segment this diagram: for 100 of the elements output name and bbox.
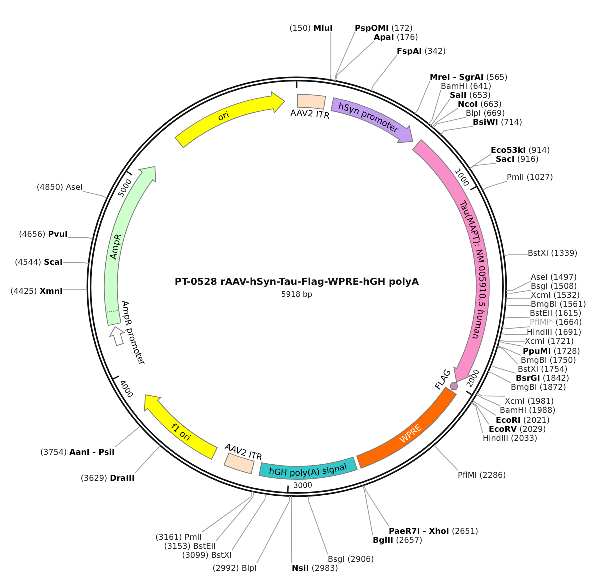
restriction-site-label: (4656) PvuI	[19, 230, 68, 238]
leader-line	[232, 494, 266, 551]
restriction-site-label: BsrGI (1842)	[516, 374, 570, 382]
restriction-site-label: BmgBI (1561)	[531, 300, 586, 308]
restriction-site-label: XcmI (1721)	[525, 337, 574, 346]
feature-label: hGH poly(A) signal	[268, 462, 348, 480]
restriction-site-label: NsiI (2983)	[292, 564, 338, 572]
leader-line	[482, 181, 508, 191]
restriction-site-label: (3153) BstEII	[164, 542, 216, 550]
restriction-site-label: XcmI (1532)	[531, 290, 580, 300]
leader-line	[68, 237, 94, 240]
leader-line	[430, 99, 450, 126]
leader-line	[433, 117, 466, 129]
restriction-site-label: HindIII (2033)	[483, 434, 538, 442]
leader-line	[414, 81, 430, 115]
leader-line	[330, 32, 332, 81]
restriction-site-label: ApaI (176)	[374, 32, 418, 42]
restriction-site-label: BstXI (1754)	[518, 364, 568, 374]
restriction-site-label: BmgBI (1750)	[521, 356, 576, 364]
leader-line	[364, 484, 390, 527]
restriction-site-label: BamHI (1988)	[500, 406, 556, 415]
leader-line	[506, 298, 532, 300]
restriction-site-label: (4425) XmnI	[10, 286, 63, 296]
restriction-site-label: (3754) AanI - PsiI	[40, 448, 115, 456]
restriction-site-label: BglII (2657)	[373, 536, 423, 544]
restriction-site-label: BlpI (669)	[466, 108, 506, 118]
restriction-site-label: BstEII (1615)	[530, 308, 582, 318]
leader-line	[216, 492, 255, 542]
leader-line	[497, 346, 522, 356]
leader-line	[497, 346, 518, 365]
feature-label: AAV2 ITR	[290, 109, 331, 122]
leader-line	[504, 254, 528, 256]
restriction-site-label: PaeR7I - XhoI (2651)	[389, 526, 479, 536]
restriction-site-label: PpuMI (1728)	[523, 346, 580, 356]
restriction-site-label: HindIII (1691)	[527, 328, 582, 336]
restriction-site-label: (3161) PmlI	[156, 532, 202, 542]
restriction-site-label: EcoRV (2029)	[489, 424, 546, 434]
restriction-site-label: MreI - SgrAI (565)	[430, 72, 508, 82]
feature-label: AAV2 ITR	[224, 442, 264, 464]
leader-line	[506, 281, 532, 292]
leader-line	[498, 341, 524, 347]
leader-line	[506, 290, 532, 294]
leader-line	[471, 402, 490, 425]
restriction-site-label: AseI (1497)	[531, 272, 578, 282]
feature-segment	[174, 92, 286, 148]
restriction-site-label: (2992) BlpI	[212, 564, 257, 572]
leader-line	[476, 394, 500, 406]
leader-line	[490, 365, 516, 374]
restriction-site-label: (3629) DraIII	[80, 474, 135, 482]
leader-line	[472, 400, 496, 416]
leader-line	[499, 340, 526, 342]
feature-segment	[330, 98, 414, 144]
leader-line	[500, 333, 528, 336]
leader-line	[505, 304, 532, 306]
restriction-site-label: PspOMI (172)	[355, 24, 414, 32]
restriction-site-label: BsgI (1508)	[531, 282, 578, 290]
restriction-site-label: BamHI (641)	[441, 82, 492, 90]
leader-line	[82, 191, 108, 199]
restriction-site-label: EcoRI (2021)	[496, 416, 550, 424]
leader-line	[256, 496, 290, 564]
restriction-site-label: PmlI (1027)	[507, 172, 554, 182]
leader-line	[114, 426, 141, 448]
leader-line	[470, 163, 496, 170]
leader-line	[134, 445, 161, 474]
leader-line	[434, 444, 458, 471]
leader-line	[308, 496, 328, 555]
restriction-site-label: (4850) AseI	[36, 182, 83, 192]
leader-line	[370, 55, 398, 92]
leader-line	[488, 371, 512, 384]
restriction-site-label: Eco53kI (914)	[491, 146, 550, 154]
restriction-site-label: XcmI (1981)	[505, 396, 554, 406]
leader-line	[362, 485, 374, 536]
plasmid-title: PT-0528 rAAV-hSyn-Tau-Flag-WPRE-hGH polyA	[174, 277, 420, 288]
leader-line	[432, 108, 458, 128]
leader-line	[336, 41, 374, 82]
leader-line	[428, 90, 442, 125]
feature-label: ori	[216, 110, 231, 124]
feature-label: f1 ori	[168, 422, 192, 444]
leader-line	[504, 316, 530, 318]
restriction-site-label: BsiWI (714)	[473, 118, 522, 126]
restriction-site-label: SacI (916)	[496, 154, 539, 164]
restriction-site-label: SalI (653)	[450, 90, 491, 100]
leader-line	[202, 491, 253, 533]
restriction-site-label: BstXI (1339)	[528, 248, 578, 258]
restriction-site-label: (3099) BstXI	[182, 550, 232, 560]
leader-line	[502, 326, 530, 330]
leader-line	[440, 126, 474, 136]
restriction-site-label: BmgBI (1872)	[511, 383, 566, 392]
feature-segment	[104, 166, 157, 326]
leader-line	[469, 154, 492, 170]
restriction-site-label: (150) MluI	[290, 24, 333, 32]
leader-line	[291, 496, 292, 564]
restriction-site-label: BsgI (2906)	[328, 554, 374, 564]
restriction-site-label: NcoI (663)	[458, 100, 502, 108]
leader-line	[470, 402, 484, 434]
feature-segment	[144, 394, 218, 460]
restriction-site-label: FspAI (342)	[397, 46, 446, 56]
leader-line	[62, 262, 90, 264]
leader-line	[477, 392, 506, 397]
restriction-site-label: (4544) ScaI	[14, 258, 63, 266]
